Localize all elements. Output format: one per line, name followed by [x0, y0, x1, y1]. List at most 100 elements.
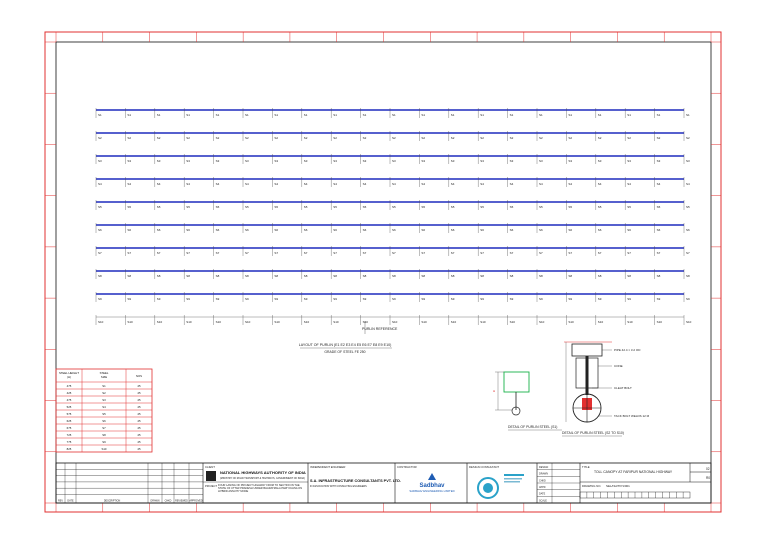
steel-table-cell: S9	[102, 440, 106, 444]
grid-node-label: S3	[274, 159, 278, 163]
grid-node-label: S5	[539, 205, 543, 209]
grid-node-label: S6	[274, 228, 278, 232]
grid-node-label: S8	[333, 274, 337, 278]
grid-node-label: S8	[539, 274, 543, 278]
grid-node-label: S7	[451, 251, 455, 255]
grid-node-label: S9	[157, 297, 161, 301]
grid-node-label: S2	[157, 136, 161, 140]
grid-node-label: S10	[686, 320, 692, 324]
sign-row-label: APPD	[539, 486, 546, 489]
detail2-cone-label: CONE	[614, 364, 623, 368]
grid-node-label: S4	[480, 182, 484, 186]
consultant-label: INDEPENDENT ENGINEER	[310, 465, 345, 469]
grid-node-label: S7	[657, 251, 661, 255]
grid-node-label: S1	[627, 113, 631, 117]
detail-s2-s10: PIPE 42.4 × 3.2 OD CONE CLEAT BOLT TACK …	[562, 341, 650, 437]
steel-table-cell: 475	[67, 398, 72, 402]
grid-node-label: S3	[539, 159, 543, 163]
grid-node-label: S9	[363, 297, 367, 301]
grid-node-label: S5	[216, 205, 220, 209]
grid-node-label: S8	[657, 274, 661, 278]
grid-node-label: S7	[216, 251, 220, 255]
grid-node-label: S7	[598, 251, 602, 255]
grid-node-label: S1	[598, 113, 602, 117]
grid-node-label: S4	[274, 182, 278, 186]
grid-node-label: S7	[421, 251, 425, 255]
grid-node-label: S10	[451, 320, 457, 324]
steel-table-cell: S1	[102, 384, 106, 388]
grid-node-label: S1	[127, 113, 131, 117]
grid-node-label: S9	[510, 297, 514, 301]
grid-node-label: S5	[598, 205, 602, 209]
detail-s1-ball	[511, 406, 521, 416]
grid-node-label: S4	[598, 182, 602, 186]
grid-node-label: S6	[598, 228, 602, 232]
grid-node-label: S8	[421, 274, 425, 278]
rev-header: REVIEWED	[175, 500, 188, 503]
steel-table-cell: 575	[67, 412, 72, 416]
grid-node-label: S9	[333, 297, 337, 301]
grid-node-label: S6	[216, 228, 220, 232]
grid-node-label: S8	[451, 274, 455, 278]
grid-node-label: S1	[98, 113, 102, 117]
sign-row-label: SCALE	[539, 499, 547, 502]
grid-node-label: S2	[363, 136, 367, 140]
client-name: NATIONAL HIGHWAYS AUTHORITY OF INDIA	[220, 470, 306, 475]
steel-table-cell: S7	[102, 426, 106, 430]
grid-node-label: S4	[157, 182, 161, 186]
grid-node-label: S2	[304, 136, 308, 140]
grid-node-label: S5	[686, 205, 690, 209]
steel-table-cell: S4	[102, 405, 106, 409]
grid-node-label: S8	[392, 274, 396, 278]
grid-node-label: S4	[657, 182, 661, 186]
grid-node-label: S6	[568, 228, 572, 232]
grid-node-label: S5	[421, 205, 425, 209]
grid-node-label: S1	[510, 113, 514, 117]
grid-node-label: S1	[186, 113, 190, 117]
detail-s2-caption: DETAIL OF PURLIN STEEL (S2 TO S10)	[562, 431, 624, 435]
grid-node-label: S3	[421, 159, 425, 163]
detail-s1-caption: DETAIL OF PURLIN STEEL (S1)	[508, 425, 557, 429]
grid-node-label: S8	[510, 274, 514, 278]
grid-node-label: S10	[363, 320, 369, 324]
rev-header: DATE	[67, 500, 74, 503]
grid-node-label: S6	[539, 228, 543, 232]
steel-table-cell: 625	[67, 419, 72, 423]
grid-node-label: S3	[216, 159, 220, 163]
detail2-tack-label: TACK BOLT WELDS 12 M	[614, 414, 650, 418]
layout-title: LAYOUT OF PURLIN (E1 E2 E3 E4 E5 E6 E7 E…	[299, 343, 392, 347]
consultant-logo-icon	[477, 477, 499, 499]
grid-node-label: S4	[568, 182, 572, 186]
purlin-reference-label: PURLIN REFERENCE	[362, 327, 398, 331]
grid-node-label: S6	[480, 228, 484, 232]
grid-node-label: S6	[510, 228, 514, 232]
grid-node-label: S4	[98, 182, 102, 186]
grid-node-label: S8	[157, 274, 161, 278]
grid-node-label: S5	[157, 205, 161, 209]
steel-table-cell: 775	[67, 440, 72, 444]
grid-node-label: S10	[186, 320, 192, 324]
grid-node-label: S5	[127, 205, 131, 209]
drawing-no-label: DRAWING NO.	[582, 484, 601, 488]
grid-node-label: S9	[657, 297, 661, 301]
grid-node-label: S2	[510, 136, 514, 140]
grid-node-label: S9	[186, 297, 190, 301]
grid-node-label: S5	[568, 205, 572, 209]
consultant-logo-text-line1	[504, 474, 524, 476]
grid-node-label: S1	[539, 113, 543, 117]
grid-node-label: S3	[245, 159, 249, 163]
grid-node-label: S2	[598, 136, 602, 140]
grid-node-label: S5	[510, 205, 514, 209]
grid-node-label: S9	[392, 297, 396, 301]
steel-table-cell: 725	[67, 433, 72, 437]
grid-node-label: S1	[686, 113, 690, 117]
grid-node-label: S2	[686, 136, 690, 140]
grid-node-label: S8	[186, 274, 190, 278]
grid-node-label: S1	[274, 113, 278, 117]
grid-node-label: S2	[216, 136, 220, 140]
contractor-name: SADBHAV ENGINEERING LIMITED	[409, 489, 454, 493]
grid-node-label: S8	[568, 274, 572, 278]
grid-node-label: S4	[392, 182, 396, 186]
